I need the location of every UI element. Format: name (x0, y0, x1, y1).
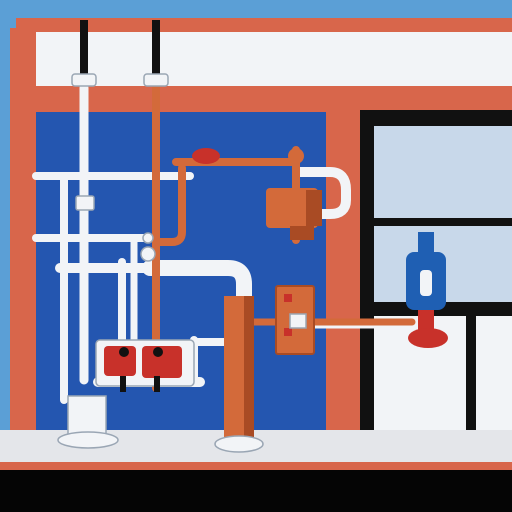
drop-right-stem (152, 20, 160, 76)
pressure-tank (406, 232, 448, 348)
ceiling-strip (24, 32, 512, 88)
floor-edge (0, 462, 512, 470)
tank-valve-base (408, 328, 448, 348)
pressure-gauge-icon (140, 246, 156, 262)
pvc-loop-top-right (295, 167, 351, 219)
water-heater-icon (57, 395, 119, 449)
valve-handle-right (153, 347, 163, 357)
shutoff-valve-icon (142, 346, 182, 378)
pump-joint (288, 148, 304, 164)
ceiling-drops (71, 20, 169, 87)
fitting-junction (142, 232, 154, 244)
ceiling-beam (24, 86, 512, 112)
panel-knob-bottom (284, 328, 292, 336)
tank-window (420, 270, 432, 296)
panel-clamp (289, 313, 307, 329)
small-fittings (75, 195, 156, 262)
pump-body (266, 188, 318, 228)
valve-stem-left (120, 376, 126, 392)
left-brick-wall (10, 28, 36, 446)
drop-right-flange (143, 73, 169, 87)
electrical-panel-icon (275, 285, 315, 355)
window-pane-top (374, 126, 512, 218)
center-brick-column (326, 108, 362, 438)
drop-left-stem (80, 20, 88, 76)
fitting-left (75, 195, 95, 211)
drop-left-flange (71, 73, 97, 87)
valve-handle-left (119, 347, 129, 357)
valve-stem-right (154, 376, 160, 392)
water-heater-body (67, 395, 107, 437)
valve-assembly (95, 339, 195, 392)
pvc-elbow-large (142, 260, 252, 308)
water-heater-base (57, 431, 119, 449)
copper-loop-down (152, 164, 186, 246)
window-pane-bottom-right (476, 316, 512, 432)
main-stack-base (214, 435, 264, 453)
tank-top-valve (418, 232, 434, 252)
pump-side (306, 190, 322, 226)
tank-valve-neck (418, 310, 434, 332)
ground (0, 470, 512, 512)
roof-band (16, 18, 512, 32)
pump-cap (192, 148, 220, 164)
main-stack-shadow (244, 296, 254, 442)
panel-knob-top (284, 294, 292, 302)
main-stack (214, 296, 264, 453)
pump-foot (290, 226, 314, 240)
pump-icon (192, 148, 322, 240)
